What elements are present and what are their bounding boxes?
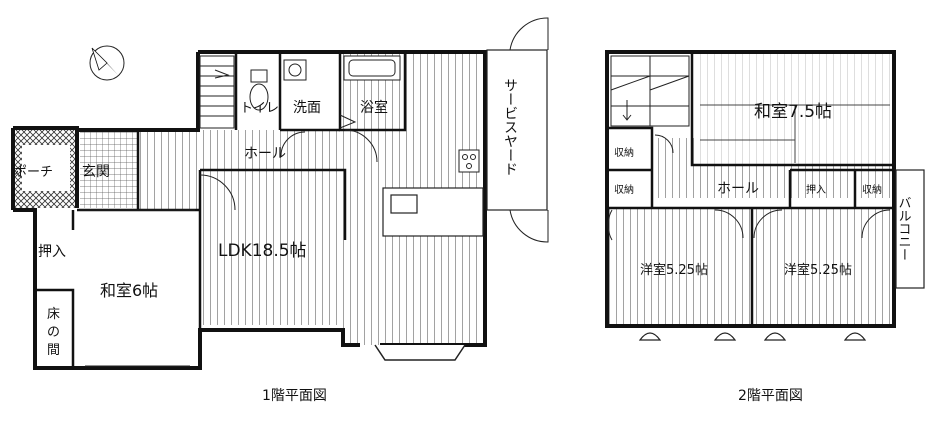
room-label-tokonoma: 床 の 間 xyxy=(47,307,64,358)
western-room-2-floor xyxy=(752,208,894,326)
floor1-windows xyxy=(80,209,195,367)
sink-icon xyxy=(283,59,307,81)
room-label-washitsu-1f: 和室6帖 xyxy=(100,281,158,300)
bay-window xyxy=(374,344,466,361)
service-yard-area xyxy=(486,49,548,211)
compass-icon xyxy=(89,45,125,81)
floor1-door-swings xyxy=(199,114,378,211)
room-label-storage-3: 収納 xyxy=(862,183,882,196)
floor2-outer-walls xyxy=(605,50,896,328)
room-label-bathroom: 浴室 xyxy=(360,99,388,116)
room-label-washroom: 洗面 xyxy=(293,100,321,116)
room-label-western-1: 洋室5.25帖 xyxy=(640,262,708,278)
stove-icon xyxy=(458,149,480,173)
kitchen-counter xyxy=(382,187,484,237)
room-label-service-yard: サービスヤード xyxy=(502,78,518,176)
floor2-plan: 和室7.5帖 収納 収納 ホール 押入 収納 バルコニー 洋室5.25帖 洋室5… xyxy=(605,50,925,404)
floor2-inner-walls xyxy=(607,52,894,326)
floor1-caption: 1階平面図 xyxy=(262,388,327,404)
room-label-balcony: バルコニー xyxy=(896,196,912,261)
room-label-closet-2f: 押入 xyxy=(806,183,826,196)
hall-floor xyxy=(198,130,348,170)
tokonoma-char-2: の xyxy=(47,325,60,340)
service-yard-door xyxy=(509,17,549,51)
room-label-western-2: 洋室5.25帖 xyxy=(784,262,852,278)
room-label-entrance: 玄関 xyxy=(82,163,110,180)
bathtub-icon xyxy=(343,55,401,81)
floor2-caption: 2階平面図 xyxy=(738,388,803,404)
service-yard-door-2 xyxy=(509,209,549,243)
western-room-1-floor xyxy=(607,208,752,326)
room-label-porch: ポーチ xyxy=(14,165,53,180)
room-label-storage-2: 収納 xyxy=(614,183,634,196)
floor2-door-swings xyxy=(607,134,891,241)
floor1-plan: トイレ 洗面 浴室 ホール ポーチ 玄関 LDK18.5帖 押入 和室6帖 床 … xyxy=(11,17,549,404)
tokonoma-char-3: 間 xyxy=(47,343,60,358)
entrance-tiles xyxy=(80,130,137,208)
toilet-icon xyxy=(249,69,269,111)
corridor-floor xyxy=(138,130,203,210)
room-label-hall-2f: ホール xyxy=(717,181,759,197)
room-label-washitsu-2f: 和室7.5帖 xyxy=(754,102,832,122)
floor1-stairs xyxy=(199,55,235,129)
room-label-storage-1: 収納 xyxy=(614,146,634,159)
room-label-closet-1f: 押入 xyxy=(38,244,66,260)
room-label-hall-1f: ホール xyxy=(244,146,286,162)
room-label-ldk: LDK18.5帖 xyxy=(218,241,307,261)
balcony-area xyxy=(895,169,925,289)
room-label-toilet: トイレ xyxy=(240,101,279,116)
ldk-floor-left xyxy=(198,170,343,325)
tatami-lines xyxy=(700,104,890,163)
floor2-stairs xyxy=(610,55,690,127)
tokonoma-char-1: 床 xyxy=(47,307,60,322)
floor2-windows xyxy=(638,332,867,341)
